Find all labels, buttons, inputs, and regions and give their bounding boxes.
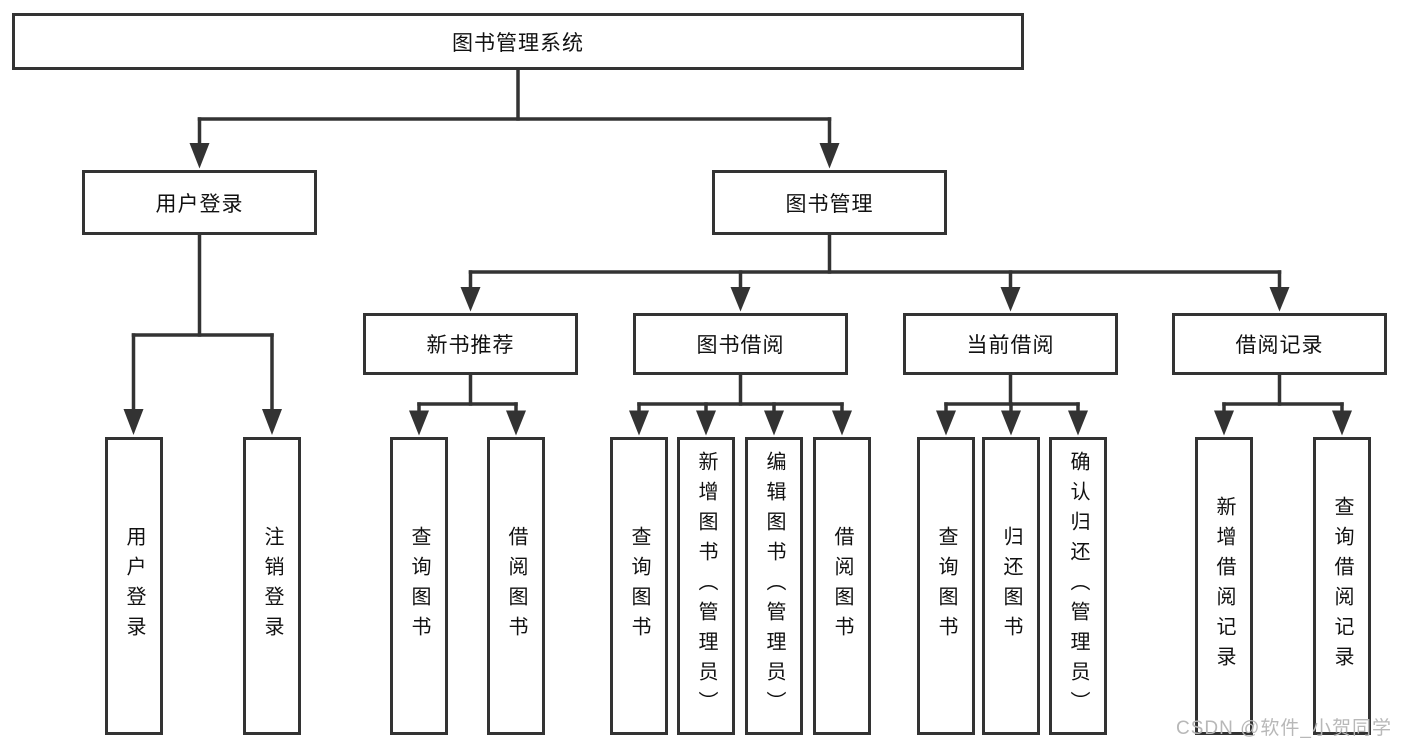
leaf-bb-query-books: 查询图书 — [610, 437, 668, 735]
node-root-label: 图书管理系统 — [452, 31, 584, 55]
leaf-cb-return-books-label: 归还图书 — [1000, 526, 1022, 646]
node-new-book-recommend-label: 新书推荐 — [426, 334, 515, 357]
leaf-br-add-record: 新增借阅记录 — [1195, 437, 1253, 735]
leaf-bb-edit-books-admin: 编辑图书（管理员） — [745, 437, 803, 735]
leaf-logout-label: 注销登录 — [261, 526, 283, 646]
leaf-cb-confirm-return-admin: 确认归还（管理员） — [1049, 437, 1107, 735]
leaf-nbr-query-books: 查询图书 — [390, 437, 448, 735]
leaf-logout: 注销登录 — [243, 437, 301, 735]
node-book-borrow: 图书借阅 — [633, 313, 848, 375]
leaf-cb-query-books-label: 查询图书 — [935, 526, 957, 646]
leaf-bb-edit-books-admin-label: 编辑图书（管理员） — [763, 451, 785, 721]
leaf-bb-borrow-books: 借阅图书 — [813, 437, 871, 735]
leaf-user-login-label: 用户登录 — [123, 526, 145, 646]
leaf-cb-query-books: 查询图书 — [917, 437, 975, 735]
leaf-br-query-record: 查询借阅记录 — [1313, 437, 1371, 735]
node-user-login: 用户登录 — [82, 170, 317, 235]
leaf-bb-query-books-label: 查询图书 — [628, 526, 650, 646]
node-user-login-label: 用户登录 — [155, 192, 244, 216]
leaf-user-login: 用户登录 — [105, 437, 163, 735]
leaf-bb-add-books-admin: 新增图书（管理员） — [677, 437, 735, 735]
node-book-management-label: 图书管理 — [785, 192, 874, 216]
leaf-br-add-record-label: 新增借阅记录 — [1213, 496, 1235, 676]
leaf-br-query-record-label: 查询借阅记录 — [1331, 496, 1353, 676]
leaf-cb-return-books: 归还图书 — [982, 437, 1040, 735]
arrowhead-icons — [123, 143, 1352, 436]
leaf-cb-confirm-return-admin-label: 确认归还（管理员） — [1067, 451, 1089, 721]
node-new-book-recommend: 新书推荐 — [363, 313, 578, 375]
node-current-borrow-label: 当前借阅 — [966, 334, 1055, 357]
node-book-management: 图书管理 — [712, 170, 947, 235]
leaf-nbr-query-books-label: 查询图书 — [408, 526, 430, 646]
csdn-watermark: CSDN @软件_小贺同学 — [1176, 718, 1392, 739]
node-borrow-records-label: 借阅记录 — [1235, 334, 1324, 357]
node-borrow-records: 借阅记录 — [1172, 313, 1387, 375]
leaf-bb-add-books-admin-label: 新增图书（管理员） — [695, 451, 717, 721]
node-root: 图书管理系统 — [12, 13, 1024, 70]
leaf-bb-borrow-books-label: 借阅图书 — [831, 526, 853, 646]
node-current-borrow: 当前借阅 — [903, 313, 1118, 375]
node-book-borrow-label: 图书借阅 — [696, 334, 785, 357]
leaf-nbr-borrow-books-label: 借阅图书 — [505, 526, 527, 646]
leaf-nbr-borrow-books: 借阅图书 — [487, 437, 545, 735]
